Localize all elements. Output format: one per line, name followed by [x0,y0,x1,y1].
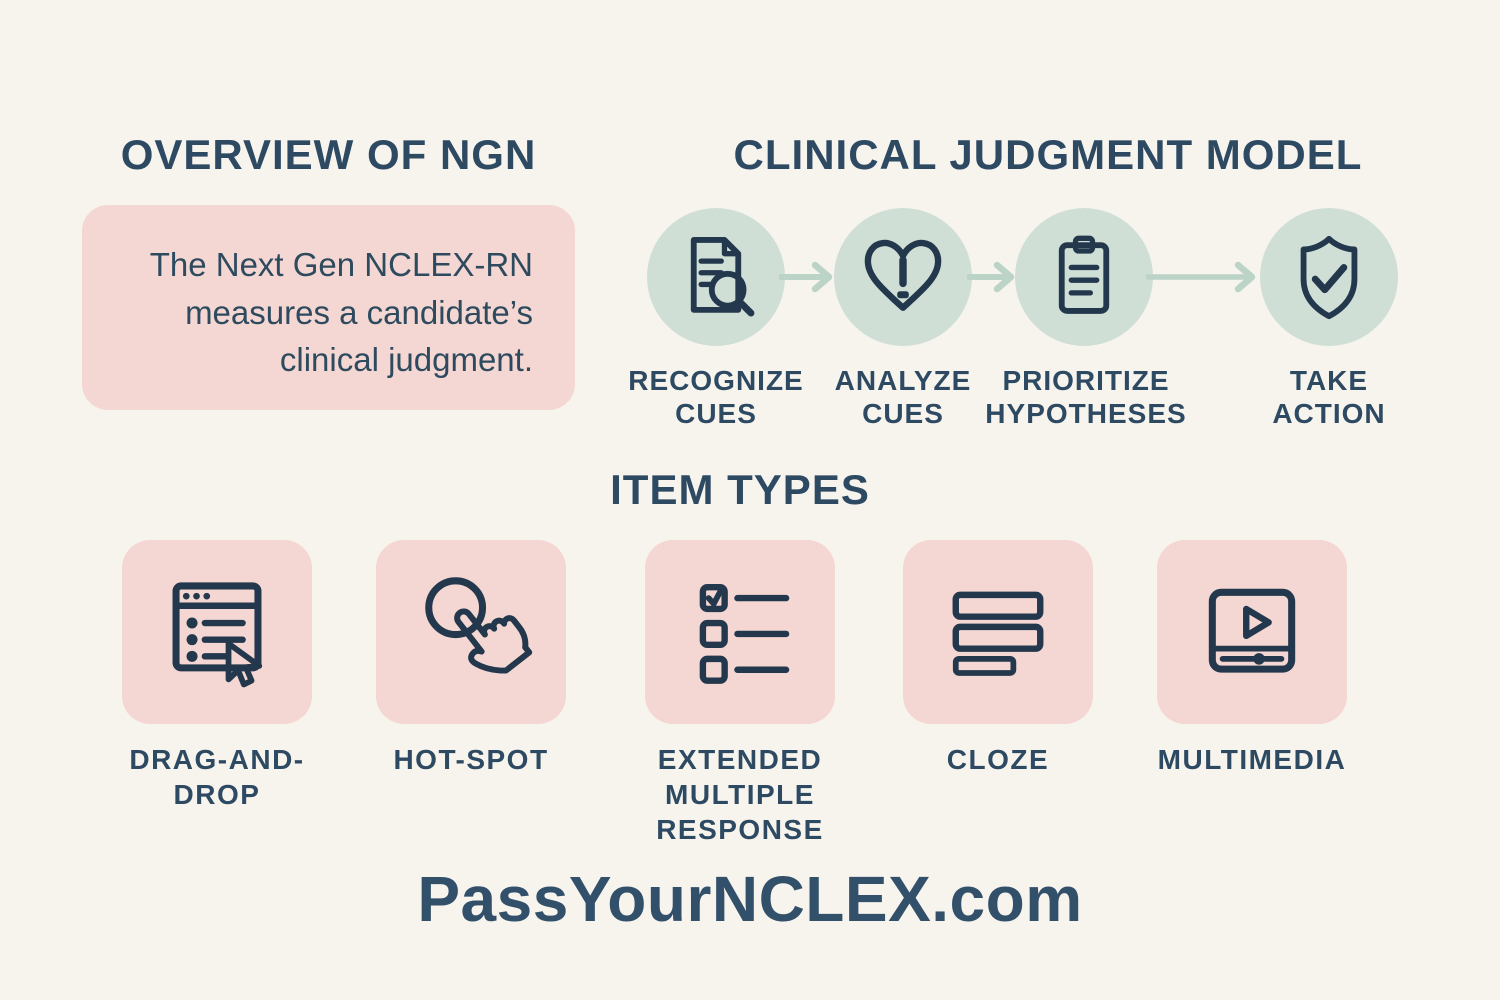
step-label-recognize-cues: RECOGNIZE CUES [628,365,804,430]
item-card-hot-spot [376,540,566,724]
arrow-right-icon [967,261,1015,293]
step-analyze-cues [834,208,972,346]
item-card-multimedia [1157,540,1347,724]
clipboard-icon [1058,235,1110,314]
item-card-extended-multiple-response [645,540,835,724]
item-card-cloze [903,540,1093,724]
step-label-analyze-cues: ANALYZE CUES [834,365,972,430]
model-title: CLINICAL JUDGMENT MODEL [733,131,1363,178]
item-label-drag-and-drop: DRAG-AND-DROP [129,744,305,810]
step-prioritize-hypotheses [1015,208,1153,346]
item-label-multimedia: MULTIMEDIA [1157,744,1347,775]
heart-alert-icon [864,239,942,311]
overview-panel: The Next Gen NCLEX-RN measures a candida… [82,205,575,410]
site-name: PassYourNCLEX.com [417,863,1083,935]
item-label-extended-multiple-response: EXTENDED MULTIPLE RESPONSE [656,744,824,845]
video-player-icon [1208,588,1296,673]
step-label-take-action: TAKE ACTION [1272,365,1386,430]
arrow-right-icon [779,261,833,293]
item-card-drag-and-drop [122,540,312,724]
shield-check-icon [1300,235,1358,320]
step-take-action [1260,208,1398,346]
overview-title: OVERVIEW OF NGN [120,131,537,178]
step-label-prioritize-hypotheses: PRIORITIZE HYPOTHESES [985,365,1187,430]
document-search-icon [690,236,755,317]
overview-body-text: The Next Gen NCLEX-RN measures a candida… [149,246,533,379]
item-label-hot-spot: HOT-SPOT [393,744,549,775]
tap-hand-icon [425,577,533,674]
item-types-title: ITEM TYPES [610,466,870,513]
checklist-icon [699,584,790,684]
arrow-right-icon [1146,261,1256,293]
step-recognize-cues [647,208,785,346]
window-cursor-icon [172,582,263,688]
text-blocks-icon [952,591,1044,676]
item-label-cloze: CLOZE [946,744,1050,775]
